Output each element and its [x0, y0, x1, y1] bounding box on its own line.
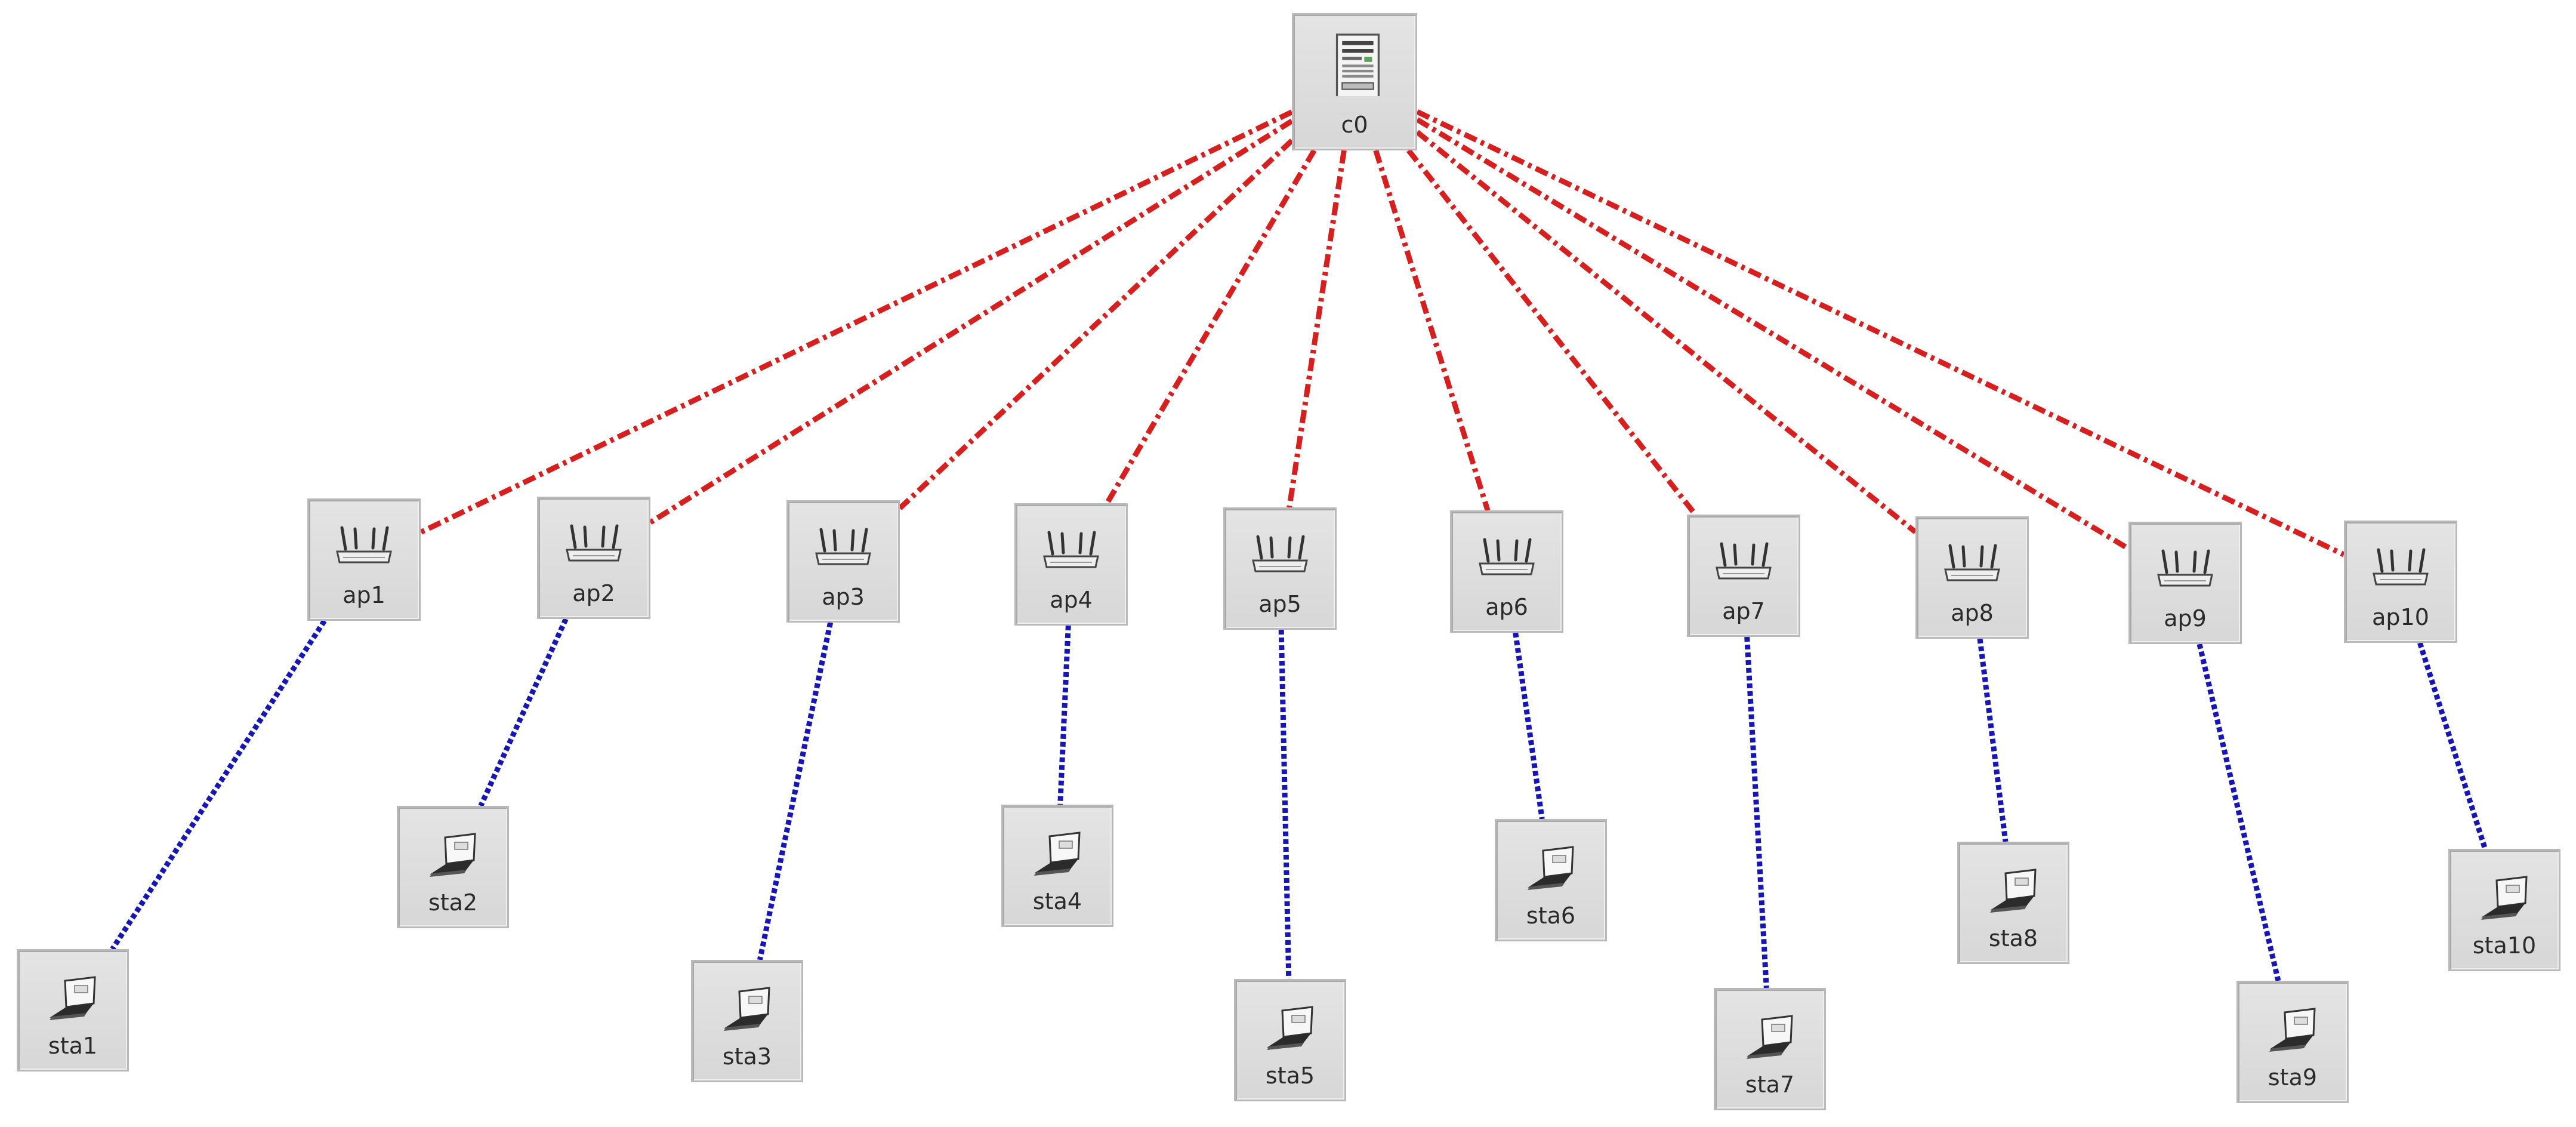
node-ap9[interactable]: ap9 [2128, 522, 2242, 644]
node-ap6[interactable]: ap6 [1450, 510, 1563, 633]
node-sta10[interactable]: sta10 [2448, 849, 2560, 971]
link-ap8-sta8 [1977, 638, 2009, 842]
link-ap7-sta7 [1744, 636, 1769, 989]
node-label: sta3 [722, 1043, 772, 1070]
node-ap2[interactable]: ap2 [537, 497, 650, 619]
node-sta3[interactable]: sta3 [691, 960, 803, 1082]
node-label: ap8 [1951, 600, 1994, 626]
router-icon [1479, 538, 1535, 575]
node-c0[interactable]: c0 [1292, 13, 1417, 150]
link-c0-ap6 [1373, 149, 1491, 512]
node-label: sta6 [1526, 903, 1576, 929]
laptop-icon [724, 987, 770, 1031]
node-label: ap7 [1722, 598, 1765, 624]
node-ap5[interactable]: ap5 [1223, 507, 1337, 630]
node-ap3[interactable]: ap3 [786, 500, 900, 623]
node-label: sta2 [428, 889, 478, 916]
node-sta9[interactable]: sta9 [2236, 981, 2349, 1103]
router-icon [566, 524, 622, 562]
node-sta5[interactable]: sta5 [1234, 979, 1346, 1101]
node-ap7[interactable]: ap7 [1687, 515, 1800, 637]
laptop-icon [2481, 876, 2528, 920]
link-ap6-sta6 [1513, 632, 1545, 820]
node-ap1[interactable]: ap1 [307, 498, 421, 621]
router-icon [815, 528, 871, 565]
node-sta6[interactable]: sta6 [1495, 819, 1607, 941]
node-label: ap2 [572, 580, 615, 606]
node-label: sta9 [2268, 1064, 2318, 1091]
link-ap9-sta9 [2196, 643, 2281, 982]
link-c0-ap10 [1416, 109, 2345, 558]
link-ap4-sta4 [1057, 625, 1071, 805]
link-c0-ap7 [1406, 149, 1698, 516]
node-label: ap10 [2372, 604, 2429, 630]
node-label: sta1 [48, 1033, 98, 1059]
node-sta1[interactable]: sta1 [17, 949, 129, 1071]
laptop-icon [430, 833, 476, 877]
laptop-icon [1990, 869, 2037, 913]
link-c0-ap3 [897, 138, 1294, 510]
link-ap10-sta10 [2417, 642, 2488, 850]
router-icon [1043, 531, 1099, 568]
link-c0-ap9 [1415, 117, 2130, 552]
node-sta4[interactable]: sta4 [1001, 805, 1113, 927]
node-sta8[interactable]: sta8 [1957, 842, 2069, 964]
laptop-icon [1034, 832, 1081, 876]
link-c0-ap8 [1415, 130, 1917, 534]
node-label: c0 [1341, 112, 1368, 138]
node-label: ap6 [1485, 594, 1528, 620]
node-label: ap3 [822, 584, 865, 610]
router-icon [1252, 535, 1308, 572]
link-ap2-sta2 [478, 618, 569, 807]
laptop-icon [1528, 846, 1574, 890]
node-sta2[interactable]: sta2 [397, 806, 509, 928]
node-label: ap1 [343, 582, 385, 608]
router-icon [2157, 549, 2213, 587]
node-label: sta7 [1745, 1071, 1795, 1098]
link-c0-ap1 [419, 109, 1293, 535]
router-icon [1944, 544, 2000, 581]
server-icon [1335, 33, 1380, 96]
link-c0-ap4 [1105, 149, 1317, 505]
laptop-icon [2269, 1008, 2316, 1052]
link-ap3-sta3 [757, 622, 834, 960]
node-label: ap5 [1258, 591, 1301, 617]
link-ap5-sta5 [1278, 629, 1292, 980]
node-label: ap9 [2164, 605, 2207, 632]
node-ap8[interactable]: ap8 [1915, 516, 2029, 639]
laptop-icon [1747, 1015, 1793, 1059]
link-c0-ap2 [649, 118, 1294, 525]
node-label: sta8 [1988, 925, 2038, 952]
node-sta7[interactable]: sta7 [1714, 988, 1826, 1110]
node-label: sta4 [1032, 888, 1082, 914]
router-icon [336, 526, 392, 564]
laptop-icon [1267, 1006, 1313, 1050]
router-icon [2373, 548, 2429, 586]
node-label: sta10 [2472, 932, 2537, 959]
node-label: ap4 [1050, 587, 1093, 613]
node-ap4[interactable]: ap4 [1014, 503, 1128, 626]
router-icon [1716, 542, 1772, 580]
node-label: sta5 [1265, 1063, 1315, 1089]
link-c0-ap5 [1287, 150, 1347, 508]
link-ap1-sta1 [110, 619, 327, 951]
laptop-icon [50, 976, 96, 1020]
node-ap10[interactable]: ap10 [2344, 521, 2457, 643]
